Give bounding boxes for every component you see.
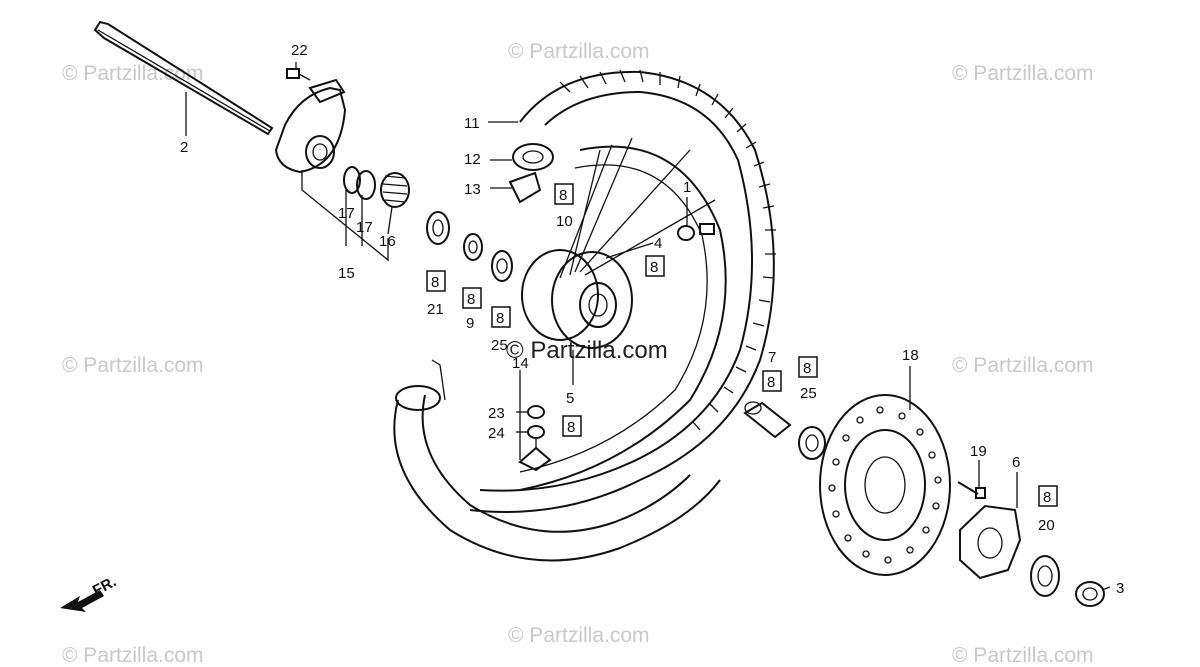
callout-15: 15 [338, 265, 355, 282]
callout-24: 24 [488, 425, 505, 442]
callout-12: 12 [464, 151, 481, 168]
bearing-part [798, 426, 826, 460]
callout-2: 2 [180, 139, 188, 156]
callout-1: 1 [683, 179, 691, 196]
tire-lower-part [393, 359, 721, 562]
callout-11: 11 [464, 115, 480, 132]
watermark: © Partzilla.com [506, 337, 668, 364]
callout-17: 17 [356, 219, 373, 236]
callout-22: 22 [291, 42, 308, 59]
seal-part [1030, 555, 1060, 597]
callout-23: 23 [488, 405, 505, 422]
boxed-label: 8 [650, 259, 658, 276]
watermark: © Partzilla.com [62, 644, 204, 667]
front-direction-arrow: FR. [60, 573, 119, 612]
spokes-part [559, 137, 716, 279]
boxed-label: 8 [431, 274, 439, 291]
boxed-label: 8 [567, 419, 575, 436]
tube-part [512, 143, 554, 171]
boxed-label: 8 [1043, 489, 1051, 506]
watermark: © Partzilla.com [62, 354, 204, 377]
callout-18: 18 [902, 347, 919, 364]
rim-band-part [508, 171, 542, 204]
brake-disc-part [819, 394, 951, 576]
tire-part [469, 69, 776, 513]
speedometer-gear-part [380, 172, 410, 208]
boxed-label: 8 [467, 291, 475, 308]
boxed-label-group: 8 8 8 8 8 8 8 8 8 [426, 183, 1058, 507]
speedometer-gearbox-part [274, 78, 347, 174]
watermark: © Partzilla.com [62, 62, 204, 85]
callout-7: 7 [768, 349, 776, 366]
callout-25: 25 [491, 337, 508, 354]
callout-16: 16 [379, 233, 396, 250]
flange-part [959, 504, 1022, 580]
retainer-part [463, 233, 483, 261]
watermark: © Partzilla.com [952, 354, 1094, 377]
bolt-part [957, 481, 986, 499]
watermark: © Partzilla.com [508, 40, 650, 63]
callout-13: 13 [464, 181, 481, 198]
collar-part [1075, 581, 1105, 607]
washer-part [343, 166, 361, 194]
rim-part [519, 145, 727, 491]
watermark: © Partzilla.com [952, 644, 1094, 667]
washer-part [356, 170, 376, 200]
spoke-nipple-part [677, 223, 715, 241]
bearing-part [491, 250, 513, 282]
callout-17: 17 [338, 205, 355, 222]
callout-9: 9 [466, 315, 474, 332]
callout-6: 6 [1012, 454, 1020, 471]
callout-4: 4 [654, 235, 662, 252]
axle-part [93, 20, 274, 136]
boxed-label: 8 [496, 310, 504, 327]
valve-nut-part [518, 405, 552, 472]
hub-part [521, 249, 633, 349]
callout-10: 10 [556, 213, 573, 230]
collar-part [743, 401, 792, 439]
screw-part [286, 68, 311, 81]
bearing-part [426, 211, 450, 245]
callout-19: 19 [970, 443, 987, 460]
callout-20: 20 [1038, 517, 1055, 534]
watermark: © Partzilla.com [508, 624, 650, 647]
boxed-label: 8 [559, 187, 567, 204]
callout-5: 5 [566, 390, 574, 407]
callout-21: 21 [427, 301, 444, 318]
callout-3: 3 [1116, 580, 1124, 597]
boxed-label: 8 [767, 374, 775, 391]
boxed-label: 8 [803, 360, 811, 377]
leader-lines [185, 62, 1111, 591]
watermark: © Partzilla.com [952, 62, 1094, 85]
callout-14: 14 [512, 355, 529, 372]
callout-25: 25 [800, 385, 817, 402]
